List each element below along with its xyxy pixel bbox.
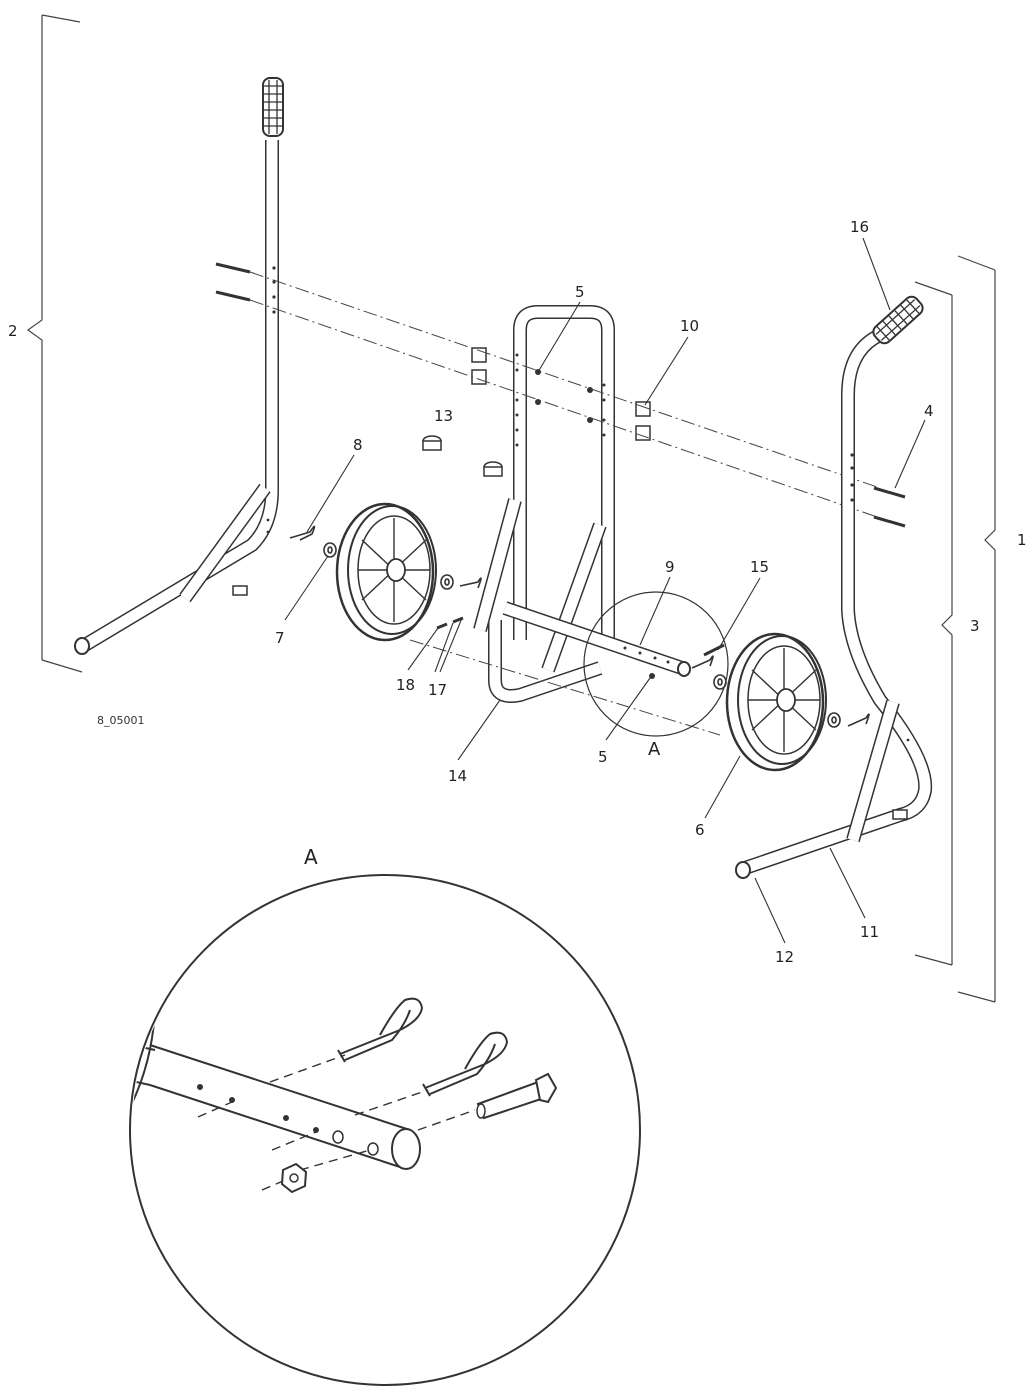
callout-12: 12	[775, 948, 794, 966]
assembly-brackets	[26, 14, 996, 1003]
callout-5-lower: 5	[598, 748, 608, 766]
detail-marker-circle	[583, 591, 729, 737]
callout-4: 4	[924, 402, 934, 420]
left-wheel	[335, 502, 437, 642]
end-caps	[422, 435, 503, 477]
callout-3: 3	[970, 617, 980, 635]
callout-15: 15	[750, 558, 769, 576]
callout-1: 1	[1017, 531, 1027, 549]
callout-18: 18	[396, 676, 415, 694]
right-wheel	[725, 632, 827, 772]
left-grip	[262, 77, 284, 137]
callout-2: 2	[8, 322, 18, 340]
detail-title: A	[304, 845, 318, 869]
callout-6: 6	[695, 821, 705, 839]
left-handle-frame	[74, 77, 284, 655]
clamp-brackets	[471, 347, 651, 441]
detail-marker-label: A	[648, 739, 661, 760]
main-frame	[473, 305, 691, 703]
callout-11: 11	[860, 923, 879, 941]
bracket-2	[26, 15, 43, 660]
callout-10: 10	[680, 317, 699, 335]
left-bolts	[215, 262, 251, 302]
assembly-lines	[249, 271, 881, 736]
callout-9: 9	[665, 558, 675, 576]
bracket-1	[984, 270, 996, 1002]
right-bolts	[873, 486, 906, 528]
bracket-3	[941, 295, 953, 965]
detail-circle	[129, 874, 641, 1386]
callout-8: 8	[353, 436, 363, 454]
callout-13: 13	[434, 407, 453, 425]
callout-5-upper: 5	[575, 283, 585, 301]
callout-7: 7	[275, 629, 285, 647]
callout-labels: 1 2 3 4 5 5 6 7 8 9 10 11 12 13 14 15 16…	[8, 218, 1027, 966]
washers-pins	[289, 525, 870, 728]
drawing-code: 8_05001	[97, 714, 145, 727]
right-handle-frame	[735, 295, 933, 879]
callout-14: 14	[448, 767, 467, 785]
right-grip	[872, 295, 924, 345]
callout-leaders	[284, 237, 926, 944]
callout-17: 17	[428, 681, 447, 699]
callout-16: 16	[850, 218, 869, 236]
detail-a: A	[129, 845, 641, 1386]
